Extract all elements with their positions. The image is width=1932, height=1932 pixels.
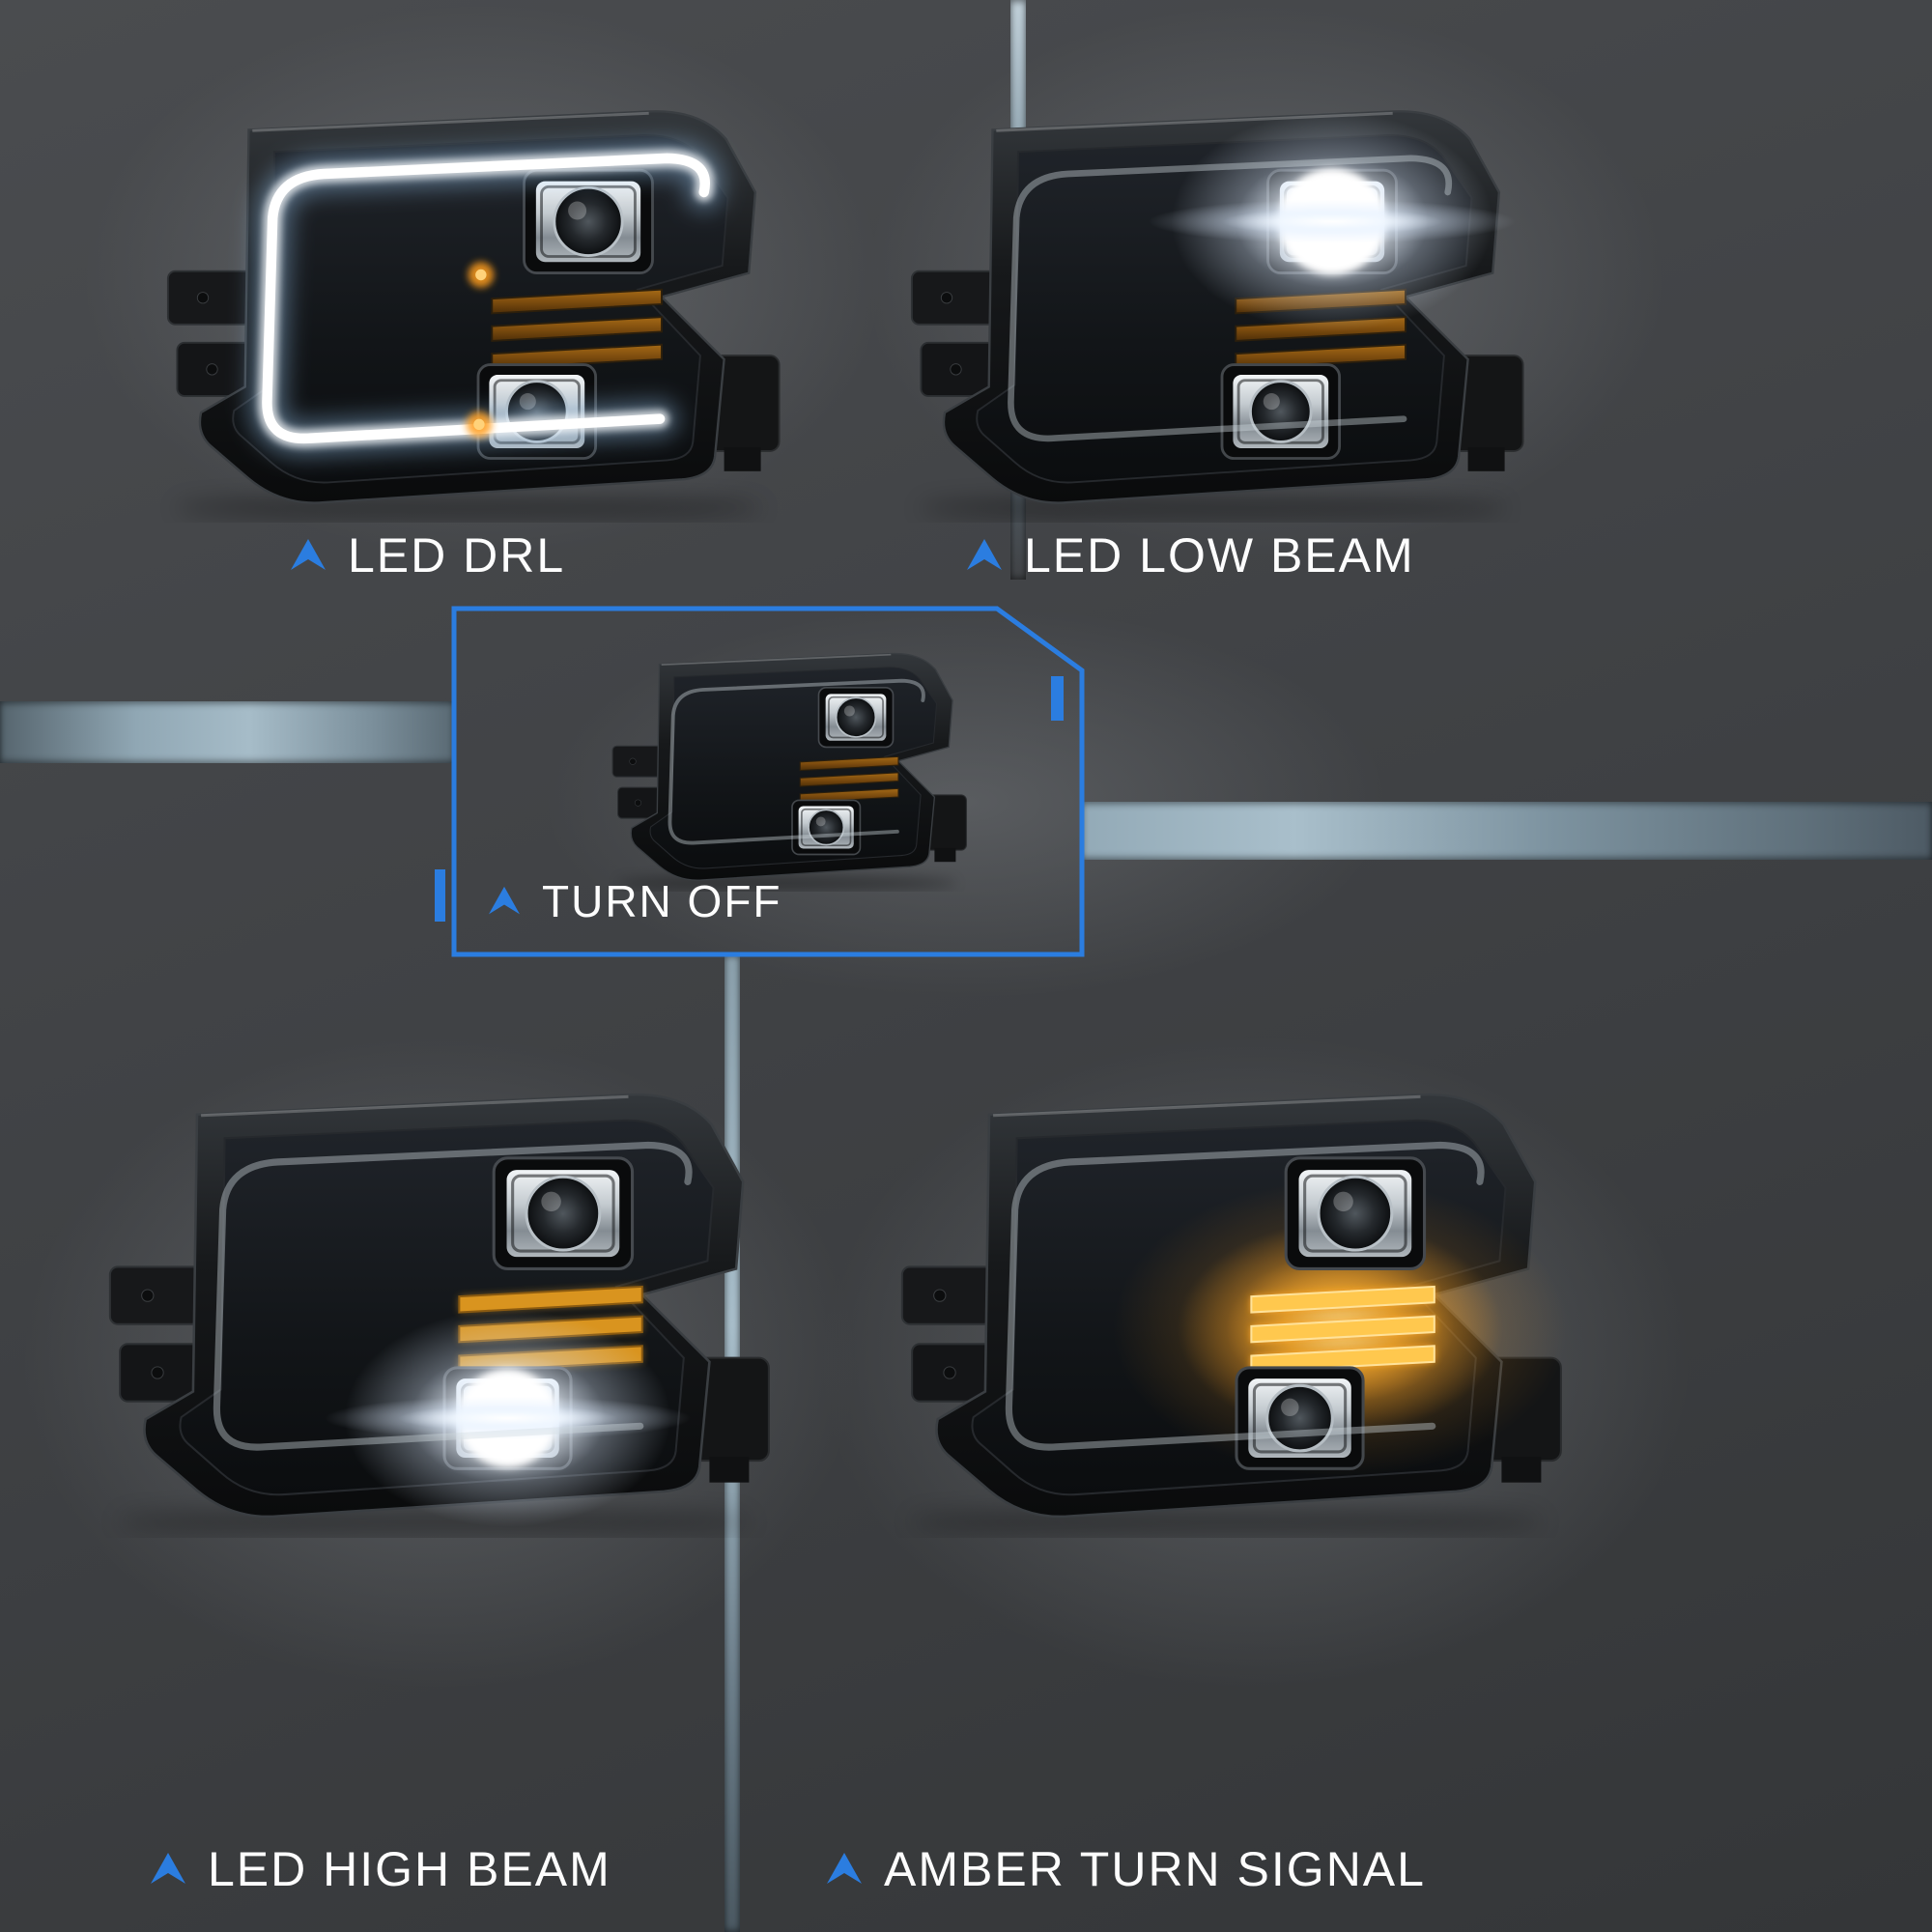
- highlight-frame: [435, 606, 1085, 957]
- frame-tab-right: [1051, 676, 1064, 721]
- divider-strip-horizontal-right: [1082, 802, 1932, 860]
- headlight-photo-turn-off: [580, 626, 1005, 892]
- arrow-up-icon: [291, 539, 326, 570]
- caption-text: LED LOW BEAM: [1024, 528, 1415, 582]
- headlight-photo-led-drl: [111, 64, 845, 523]
- caption-text: LED DRL: [348, 528, 566, 582]
- arrow-up-icon: [489, 886, 520, 915]
- arrow-up-icon: [827, 1853, 862, 1884]
- caption-turn-off: TURN OFF: [488, 875, 782, 927]
- arrow-up-icon: [151, 1853, 185, 1884]
- frame-tab-left: [435, 869, 445, 922]
- caption-text: TURN OFF: [542, 876, 782, 926]
- divider-strip-horizontal-left: [0, 701, 454, 763]
- headlight-photo-led-high-beam: [48, 1043, 840, 1538]
- headlight-photo-amber-turn-signal: [840, 1043, 1633, 1538]
- caption-text: AMBER TURN SIGNAL: [884, 1842, 1426, 1896]
- caption-led-high-beam: LED HIGH BEAM: [150, 1841, 611, 1897]
- caption-led-low-beam: LED LOW BEAM: [966, 527, 1415, 583]
- headlight-photo-led-low-beam: [855, 64, 1589, 523]
- caption-led-drl: LED DRL: [290, 527, 565, 583]
- caption-amber-turn-signal: AMBER TURN SIGNAL: [826, 1841, 1426, 1897]
- caption-text: LED HIGH BEAM: [208, 1842, 611, 1896]
- arrow-up-icon: [967, 539, 1002, 570]
